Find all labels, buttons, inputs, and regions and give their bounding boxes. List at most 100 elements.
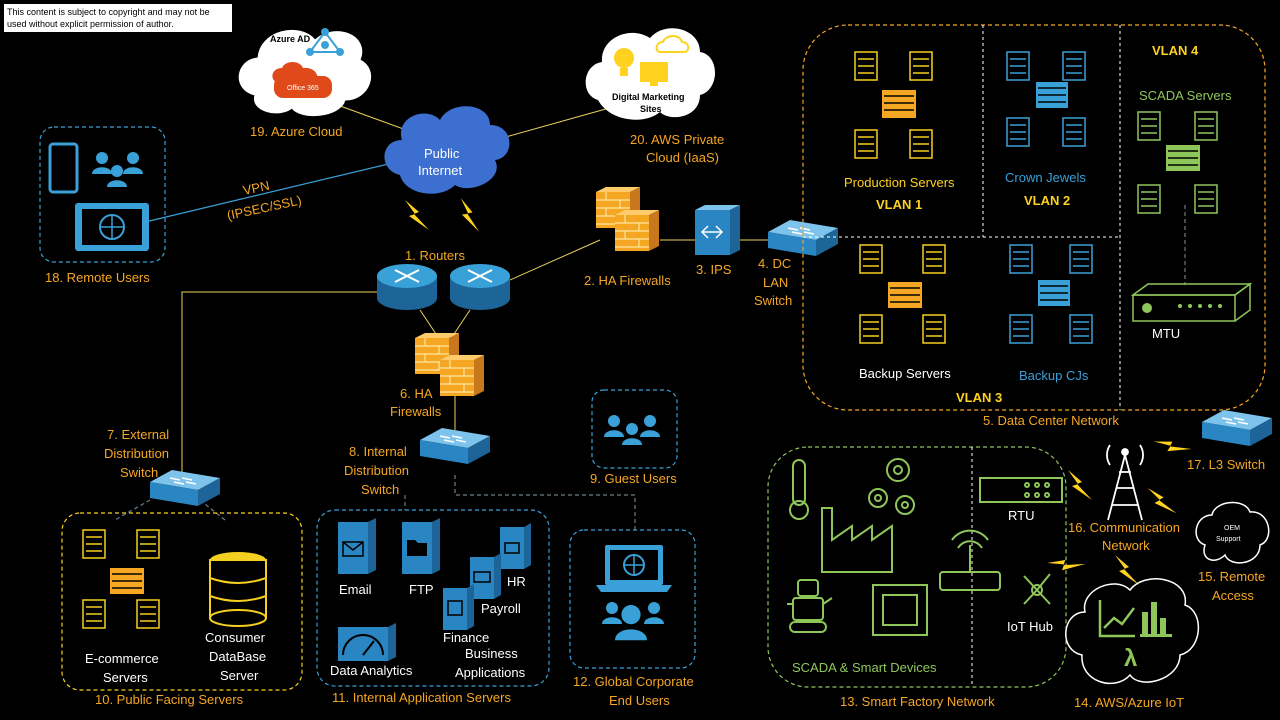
azure-cloud: Azure AD Office 365 19. Azure Cloud — [238, 28, 372, 139]
rtu-device-icon — [979, 477, 1063, 503]
db-line3: Server — [220, 668, 259, 683]
db-line1: Consumer — [205, 630, 266, 645]
global-corporate-users: 12. Global Corporate End Users — [569, 529, 696, 708]
ftp-label: FTP — [409, 582, 434, 597]
internal-switch-line3: Switch — [361, 482, 399, 497]
bolt-icon — [1068, 470, 1092, 500]
smartphone-icon — [48, 142, 79, 194]
external-switch-line1: 7. External — [107, 427, 169, 442]
firewall-icon — [614, 209, 660, 252]
remote-access-cloud: OEM Support 15. Remote Access — [1195, 501, 1270, 603]
users-icon — [92, 152, 143, 187]
aws-private-line1: 20. AWS Private — [630, 132, 724, 147]
firewall-icon — [439, 354, 485, 397]
support-label: Support — [1216, 536, 1241, 543]
azure-ad-label: Azure AD — [270, 34, 311, 44]
vpn-protocol-label: (IPSEC/SSL) — [226, 192, 303, 222]
production-label: Production Servers — [844, 175, 955, 190]
remote-access-line2: Access — [1212, 588, 1254, 603]
analytics-server-icon — [338, 623, 396, 661]
aws-private-cloud: Digital Marketing Sites 20. AWS Private … — [585, 28, 724, 165]
dc-switch-line2: LAN — [763, 275, 788, 290]
internet-line2: Internet — [418, 163, 462, 178]
scada-servers-label: SCADA Servers — [1139, 88, 1232, 103]
vpn-label: VPN — [242, 178, 271, 198]
bolt-icon — [455, 198, 485, 232]
aws-private-line2: Cloud (IaaS) — [646, 150, 719, 165]
lambda-icon: λ — [1124, 645, 1137, 672]
bar-chart-icon — [1140, 602, 1172, 637]
public-internet-cloud: Public Internet — [384, 106, 510, 194]
public-facing-servers: E-commerce Servers Consumer DataBase Ser… — [61, 512, 303, 707]
external-switch-icon — [149, 469, 221, 507]
business-label: Business — [465, 646, 518, 661]
mtu-label: MTU — [1152, 326, 1180, 341]
comm-network-line2: Network — [1102, 538, 1150, 553]
ha-firewalls-6-line2: Firewalls — [390, 404, 442, 419]
dc-switch-line1: 4. DC — [758, 256, 791, 271]
monitor-icon — [640, 62, 668, 86]
public-facing-label: 10. Public Facing Servers — [95, 692, 244, 707]
aws-azure-iot-cloud: λ 14. AWS/Azure IoT — [1065, 578, 1199, 710]
rtu-label: RTU — [1008, 508, 1034, 523]
remote-users: 18. Remote Users — [39, 126, 166, 285]
oem-label: OEM — [1224, 525, 1240, 532]
vlan1-label: VLAN 1 — [876, 197, 922, 212]
crown-jewels-icon — [1006, 51, 1086, 147]
ha-firewalls-label: 2. HA Firewalls — [584, 273, 671, 288]
data-center-network: Production Servers VLAN 1 Crown Jewels V… — [802, 24, 1266, 428]
iot-hub-icon — [1023, 573, 1051, 605]
vpn-link — [144, 159, 406, 223]
server-icon — [82, 529, 160, 629]
factory-icon — [821, 507, 893, 573]
db-line2: DataBase — [209, 649, 266, 664]
office365-label: Office 365 — [287, 85, 319, 92]
router-icon — [449, 263, 511, 311]
backup-cjs-icon — [1009, 244, 1093, 344]
digital-marketing-label: Digital Marketing — [612, 92, 685, 102]
users-icon — [604, 415, 660, 445]
copyright-notice: This content is subject to copyright and… — [3, 3, 233, 33]
email-label: Email — [339, 582, 372, 597]
crown-jewels-label: Crown Jewels — [1005, 170, 1086, 185]
hr-server-icon — [500, 523, 531, 569]
bolt-icon — [1147, 483, 1177, 518]
remote-users-label: 18. Remote Users — [45, 270, 150, 285]
internal-switch-line2: Distribution — [344, 463, 409, 478]
global-users-line2: End Users — [609, 693, 670, 708]
external-switch-line3: Switch — [120, 465, 158, 480]
internal-switch-line1: 8. Internal — [349, 444, 407, 459]
backup-servers-icon — [859, 244, 946, 344]
scada-servers-icon — [1137, 111, 1218, 214]
smart-factory-network: RTU IoT Hub SCADA & Smart Devices 13. Sm… — [767, 446, 1067, 709]
scada-devices-label: SCADA & Smart Devices — [792, 660, 937, 675]
l3-switch-icon — [1201, 409, 1273, 447]
guest-users: 9. Guest Users — [590, 389, 678, 486]
payroll-label: Payroll — [481, 601, 521, 616]
internal-apps-label: 11. Internal Application Servers — [332, 690, 511, 705]
mtu-device-icon — [1130, 282, 1253, 322]
backup-cjs-label: Backup CJs — [1019, 368, 1089, 383]
aws-iot-label: 14. AWS/Azure IoT — [1074, 695, 1184, 710]
ftp-server-icon — [402, 518, 440, 574]
wifi-router-icon — [939, 529, 1001, 591]
line-chart-icon — [1098, 600, 1135, 638]
thermometer-icon — [789, 459, 809, 520]
ips-device — [695, 205, 740, 255]
gears-icon — [868, 458, 915, 515]
lightbulb-icon — [614, 48, 634, 76]
robot-icon — [787, 579, 833, 633]
payroll-server-icon — [470, 553, 501, 599]
database-icon — [209, 552, 267, 627]
bolt-icon — [1115, 555, 1139, 585]
internal-app-servers: Email FTP HR Payroll Finance Business Ap… — [316, 509, 550, 705]
router-icon — [376, 263, 438, 311]
backup-servers-label: Backup Servers — [859, 366, 951, 381]
cloud-sync-icon — [655, 35, 690, 53]
ips-label: 3. IPS — [696, 262, 732, 277]
analytics-label: Data Analytics — [330, 663, 413, 678]
vlan4-label: VLAN 4 — [1152, 43, 1199, 58]
sites-label: Sites — [640, 104, 662, 114]
dc-switch-line3: Switch — [754, 293, 792, 308]
